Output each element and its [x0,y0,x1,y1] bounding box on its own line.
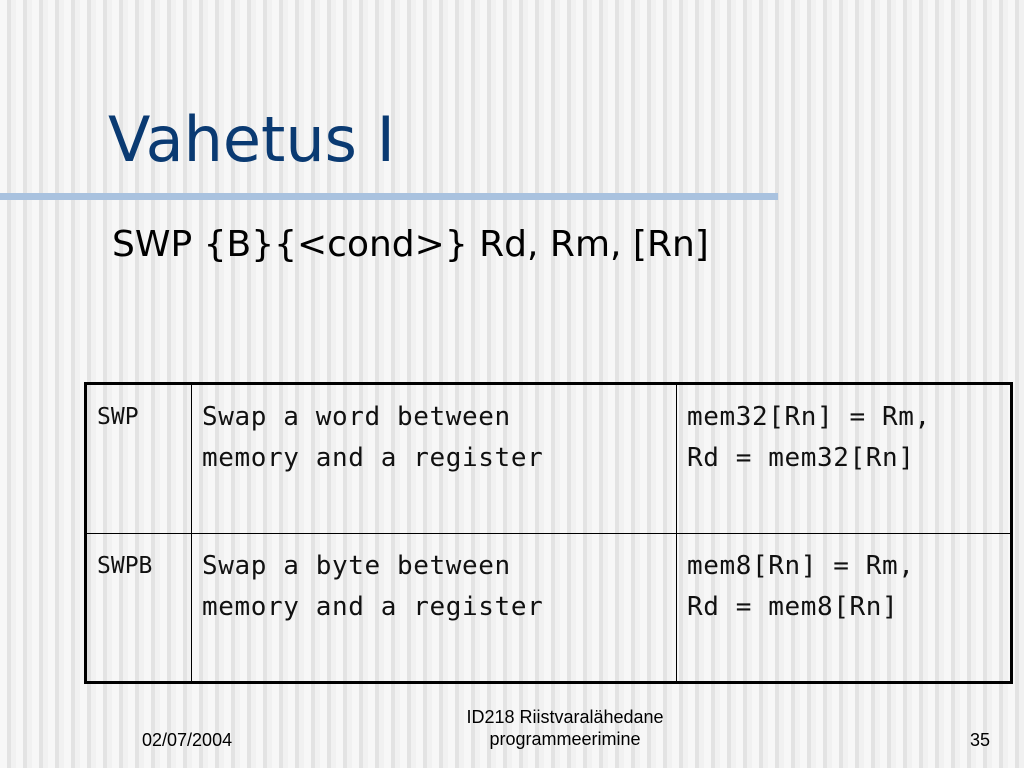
slide-title: Vahetus I [108,103,395,176]
mnemonic-cell: SWPB [85,532,192,683]
instruction-syntax: SWP {B}{<cond>} Rd, Rm, [Rn] [112,224,709,265]
description-cell: Swap a byte between memory and a registe… [191,532,677,683]
mnemonic-cell: SWP [85,383,192,534]
table-row: SWP Swap a word between memory and a reg… [85,383,1012,534]
table-row: SWPB Swap a byte between memory and a re… [85,532,1012,683]
footer-course-line2: programmeerimine [489,729,641,749]
footer-page-number: 35 [969,730,990,750]
footer-course-line1: ID218 Riistvaralähedane [466,707,664,727]
description-cell: Swap a word between memory and a registe… [191,383,677,534]
title-underline [0,193,778,200]
instruction-table: SWP Swap a word between memory and a reg… [84,382,1013,684]
operation-cell: mem8[Rn] = Rm, Rd = mem8[Rn] [676,532,1012,683]
footer-course-title: ID218 Riistvaralähedane programmeerimine [380,706,750,750]
operation-cell: mem32[Rn] = Rm, Rd = mem32[Rn] [676,383,1012,534]
footer-date: 02/07/2004 [142,730,233,750]
